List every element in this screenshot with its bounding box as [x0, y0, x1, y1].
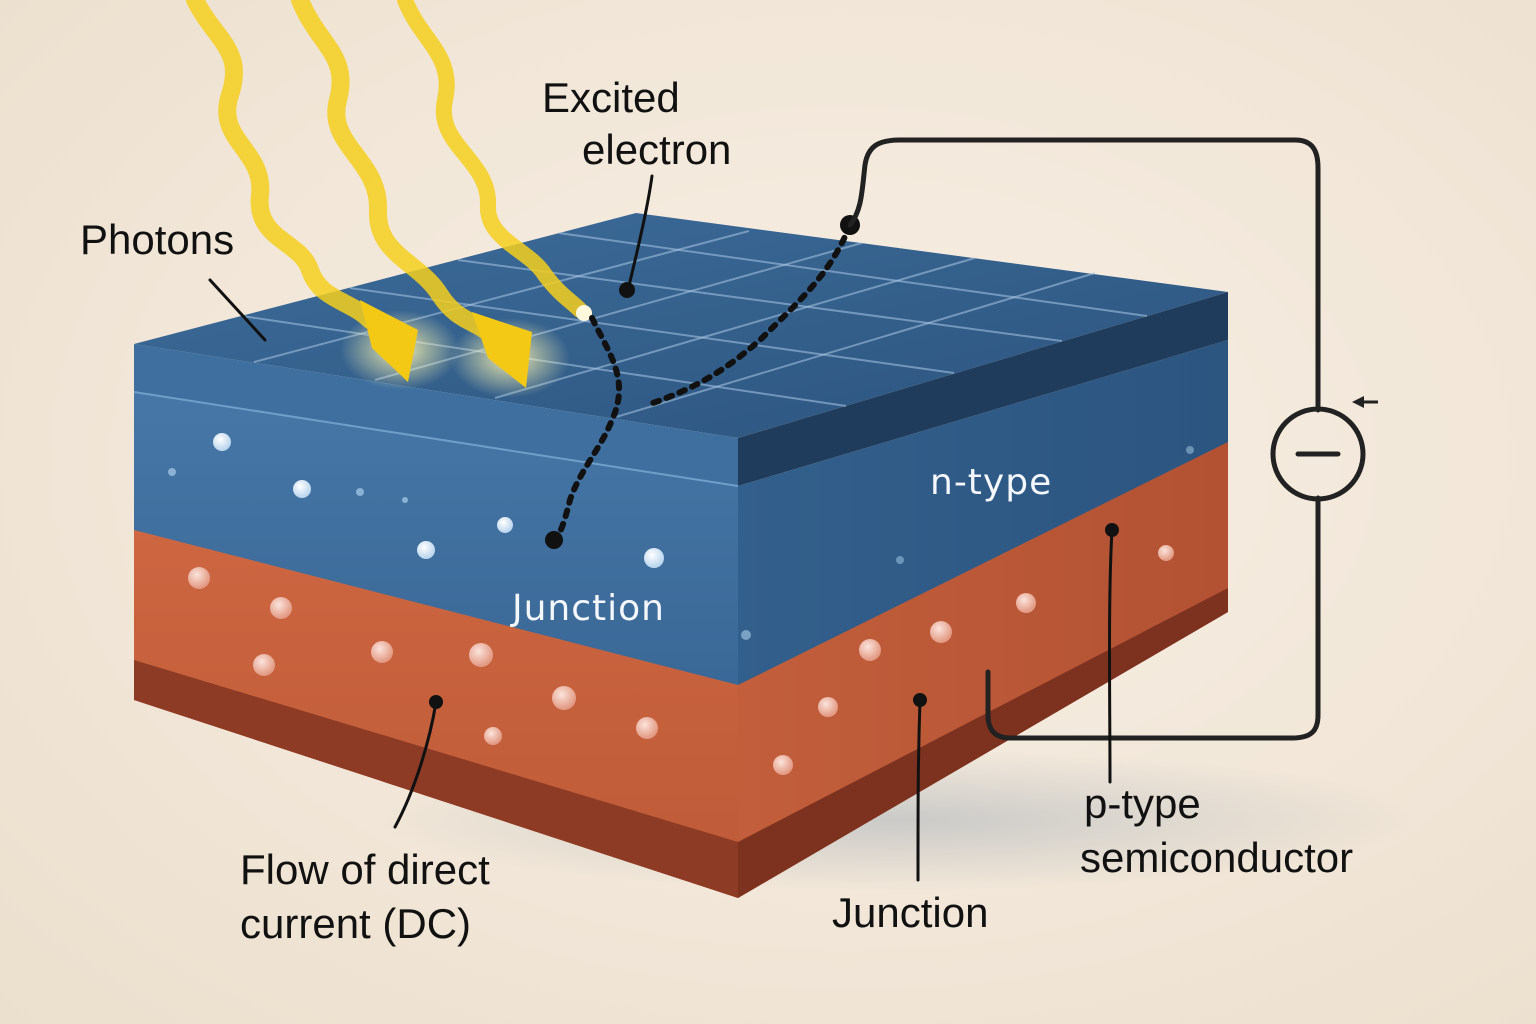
- excited-electron-label-line2: electron: [582, 126, 732, 173]
- circuit-wire: [847, 137, 1321, 413]
- hole-dot: [469, 643, 493, 667]
- electron-dot: [896, 556, 904, 564]
- junction-dot: [913, 693, 927, 707]
- electron-trajectory: [552, 315, 623, 543]
- p-layer-base-side: [738, 588, 1228, 898]
- electron-dot: [1186, 446, 1194, 454]
- ptype-leader: [1108, 528, 1114, 784]
- photons-leader: [208, 278, 267, 342]
- hole-dot: [636, 717, 658, 739]
- hole-dot: [930, 621, 952, 643]
- photon-spot: [576, 305, 592, 321]
- electron-dot: [417, 541, 435, 559]
- flow-dot: [429, 695, 443, 709]
- leader-lines: [208, 174, 1114, 882]
- junction-inner-label: Junction: [512, 588, 666, 629]
- electron-dot: [168, 468, 176, 476]
- electron-dot: [293, 480, 311, 498]
- electron-dot: [644, 548, 664, 568]
- hole-dot: [859, 639, 881, 661]
- top-edge-side: [738, 292, 1228, 486]
- electron-dot: [402, 497, 408, 503]
- junction-bottom-label: Junction: [832, 889, 989, 936]
- photon-rays: [186, 0, 592, 398]
- hole-dot: [484, 727, 502, 745]
- leader-dots: [429, 523, 1119, 709]
- p-layer-base-front: [134, 660, 738, 898]
- flow-label-line2: current (DC): [240, 900, 472, 947]
- photon-arrowhead: [360, 300, 418, 382]
- photon-arrowhead: [472, 312, 532, 388]
- excited-leader: [626, 174, 654, 292]
- circuit-wire: [985, 495, 1321, 741]
- n-carriers: [168, 433, 1194, 640]
- ptype-dot: [1105, 523, 1119, 537]
- p-carriers: [188, 545, 1174, 775]
- flow-leader: [393, 700, 438, 829]
- junction-leader: [916, 698, 922, 882]
- top-edge-front: [134, 344, 738, 486]
- hole-dot: [1158, 545, 1174, 561]
- photons-label: Photons: [80, 216, 235, 263]
- external-circuit: [847, 137, 1366, 741]
- photon-ray: [186, 0, 379, 329]
- n-type-label: n-type: [930, 462, 1053, 503]
- electron-dot: [741, 630, 751, 640]
- ammeter-icon: [1270, 406, 1366, 502]
- electron-dot: [545, 531, 563, 549]
- hole-dot: [773, 755, 793, 775]
- p-type-label-line1: p-type: [1084, 780, 1201, 827]
- hole-dot: [818, 697, 838, 717]
- top-edge-highlight: [133, 391, 739, 487]
- photon-ray: [397, 0, 588, 318]
- hole-dot: [552, 686, 576, 710]
- p-type-label-line2: semiconductor: [1080, 834, 1354, 881]
- photon-ray: [291, 0, 494, 339]
- hole-dot: [371, 641, 393, 663]
- hole-dot: [253, 654, 275, 676]
- n-layer-side: [738, 340, 1228, 685]
- electron-dot: [356, 488, 364, 496]
- hole-dot: [1016, 593, 1036, 613]
- excited-electron-label-line1: Excited: [542, 74, 680, 121]
- flow-label-line1: Flow of direct: [240, 846, 490, 893]
- arrow-left-icon: [1352, 396, 1378, 408]
- electron-dot: [213, 433, 231, 451]
- hole-dot: [270, 597, 292, 619]
- hole-dot: [188, 567, 210, 589]
- electron-trajectory: [647, 222, 853, 407]
- electron-dot: [497, 517, 513, 533]
